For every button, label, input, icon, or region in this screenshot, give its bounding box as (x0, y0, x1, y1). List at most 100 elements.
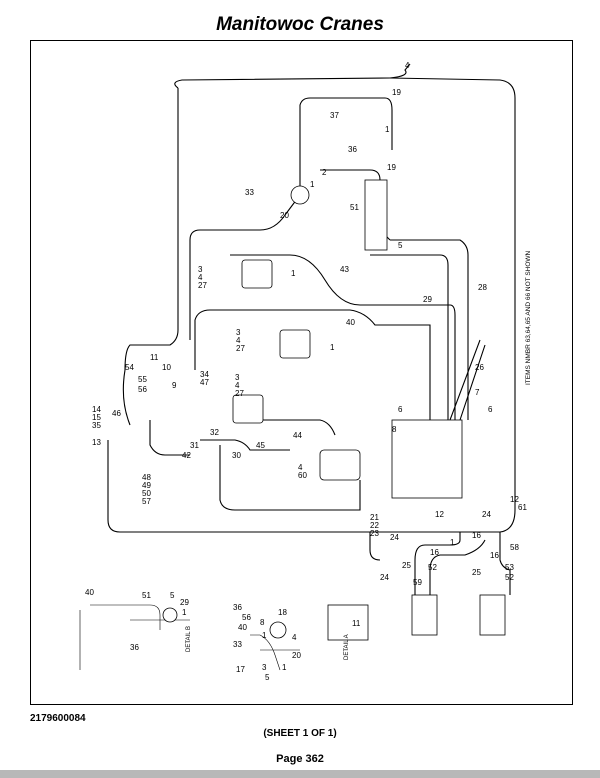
svg-text:28: 28 (478, 283, 487, 292)
svg-text:7: 7 (475, 388, 480, 397)
items-not-shown-note: ITEMS NMBR 63,64,65 AND 66 NOT SHOWN (525, 250, 532, 385)
callout-labels: 4 37 19 1 36 19 2 1 33 20 51 5 3 4 27 1 … (85, 61, 527, 682)
svg-text:31: 31 (190, 441, 199, 450)
page-number: Page 362 (276, 753, 324, 765)
svg-text:11: 11 (352, 619, 361, 628)
svg-text:36: 36 (348, 145, 357, 154)
detail-b-label: DETAIL B (186, 626, 192, 652)
svg-text:16: 16 (490, 551, 499, 560)
svg-text:56: 56 (242, 613, 251, 622)
svg-text:9: 9 (172, 381, 177, 390)
valve-lower (232, 394, 264, 424)
svg-text:23: 23 (370, 529, 379, 538)
components (162, 179, 506, 641)
svg-text:25: 25 (402, 561, 411, 570)
svg-text:19: 19 (392, 88, 401, 97)
svg-text:34: 34 (200, 370, 209, 379)
svg-text:4: 4 (405, 61, 410, 70)
svg-text:52: 52 (505, 573, 514, 582)
svg-text:1: 1 (262, 631, 267, 640)
svg-text:46: 46 (112, 409, 121, 418)
svg-text:5: 5 (398, 241, 403, 250)
svg-text:27: 27 (198, 281, 207, 290)
winch-valve-right (479, 594, 506, 636)
svg-text:15: 15 (92, 413, 101, 422)
svg-text:50: 50 (142, 489, 151, 498)
control-manifold (391, 419, 463, 499)
svg-text:5: 5 (170, 591, 175, 600)
svg-text:19: 19 (387, 163, 396, 172)
svg-text:58: 58 (510, 543, 519, 552)
svg-text:14: 14 (92, 405, 101, 414)
svg-text:4: 4 (198, 273, 203, 282)
svg-text:6: 6 (488, 405, 493, 414)
svg-text:10: 10 (162, 363, 171, 372)
svg-text:1: 1 (282, 663, 287, 672)
svg-text:33: 33 (233, 640, 242, 649)
svg-text:29: 29 (423, 295, 432, 304)
svg-text:24: 24 (390, 533, 399, 542)
svg-text:40: 40 (85, 588, 94, 597)
drawing-border (30, 40, 573, 705)
pressure-switch (319, 449, 361, 481)
valve-upper (241, 259, 273, 289)
winch-valve-left (411, 594, 438, 636)
svg-text:12: 12 (435, 510, 444, 519)
svg-text:30: 30 (232, 451, 241, 460)
svg-text:51: 51 (350, 203, 359, 212)
svg-text:54: 54 (125, 363, 134, 372)
svg-text:4: 4 (235, 381, 240, 390)
svg-text:35: 35 (92, 421, 101, 430)
svg-text:26: 26 (475, 363, 484, 372)
return-manifold (327, 604, 369, 641)
svg-text:59: 59 (413, 578, 422, 587)
svg-text:6: 6 (398, 405, 403, 414)
shuttle-valve (290, 185, 310, 205)
svg-text:2: 2 (322, 168, 327, 177)
brake-valve-assembly (364, 179, 388, 251)
svg-text:53: 53 (505, 563, 514, 572)
detail-a-label: DETAIL A (344, 634, 350, 660)
svg-text:1: 1 (182, 608, 187, 617)
svg-text:17: 17 (236, 665, 245, 674)
detail-b-fitting (162, 607, 178, 623)
svg-text:18: 18 (278, 608, 287, 617)
svg-text:36: 36 (130, 643, 139, 652)
svg-text:3: 3 (262, 663, 267, 672)
svg-text:57: 57 (142, 497, 151, 506)
svg-text:5: 5 (265, 673, 270, 682)
svg-text:1: 1 (385, 125, 390, 134)
svg-text:43: 43 (340, 265, 349, 274)
svg-text:16: 16 (472, 531, 481, 540)
svg-text:4: 4 (236, 336, 241, 345)
svg-text:33: 33 (245, 188, 254, 197)
svg-text:4: 4 (298, 463, 303, 472)
hydraulic-schematic: 4 37 19 1 36 19 2 1 33 20 51 5 3 4 27 1 … (79, 61, 532, 682)
svg-text:27: 27 (236, 344, 245, 353)
detail-a-fitting (269, 621, 287, 639)
svg-text:40: 40 (346, 318, 355, 327)
svg-text:44: 44 (293, 431, 302, 440)
svg-text:24: 24 (482, 510, 491, 519)
svg-text:49: 49 (142, 481, 151, 490)
svg-text:27: 27 (235, 389, 244, 398)
svg-text:36: 36 (233, 603, 242, 612)
svg-text:29: 29 (180, 598, 189, 607)
svg-text:32: 32 (210, 428, 219, 437)
svg-text:52: 52 (428, 563, 437, 572)
svg-text:4: 4 (292, 633, 297, 642)
svg-text:55: 55 (138, 375, 147, 384)
svg-text:24: 24 (380, 573, 389, 582)
svg-text:47: 47 (200, 378, 209, 387)
svg-text:25: 25 (472, 568, 481, 577)
svg-text:56: 56 (138, 385, 147, 394)
hose-routing (79, 63, 516, 671)
svg-text:1: 1 (310, 180, 315, 189)
svg-text:21: 21 (370, 513, 379, 522)
svg-text:1: 1 (450, 538, 455, 547)
svg-text:1: 1 (330, 343, 335, 352)
svg-text:3: 3 (235, 373, 240, 382)
svg-text:3: 3 (236, 328, 241, 337)
svg-text:22: 22 (370, 521, 379, 530)
svg-text:61: 61 (518, 503, 527, 512)
